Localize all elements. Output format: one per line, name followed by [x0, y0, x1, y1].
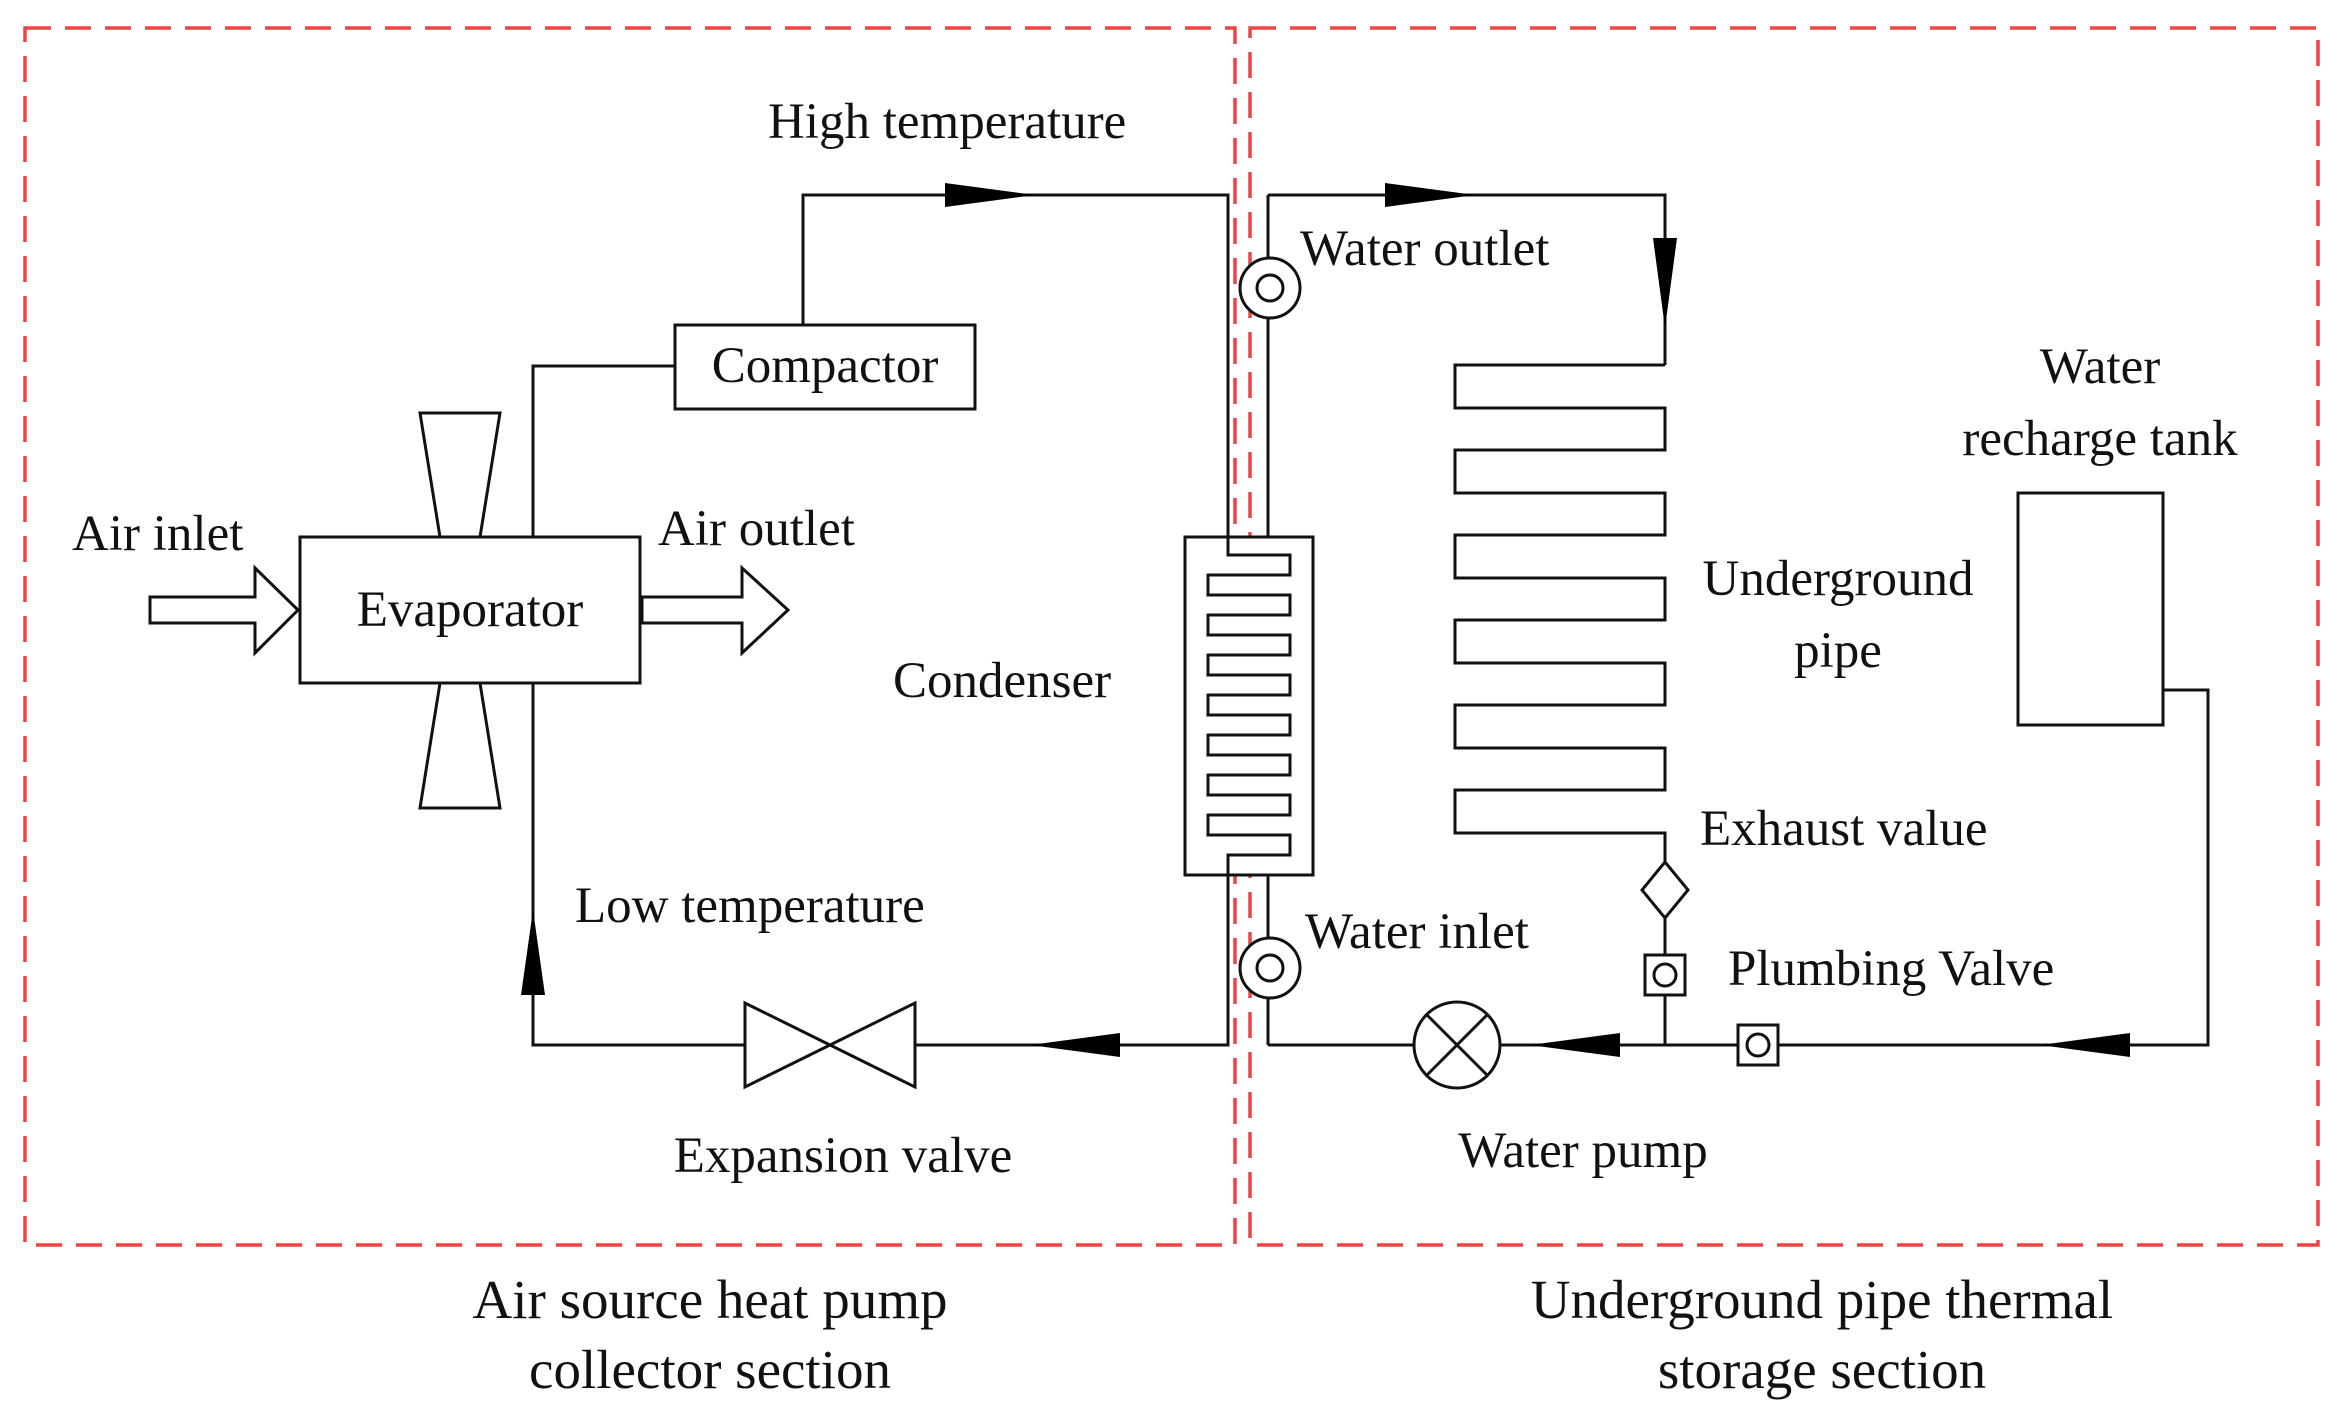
water-outlet-label: Water outlet: [1300, 221, 1549, 277]
water-inlet-fitting-inner-icon: [1255, 953, 1285, 983]
condenser-coil: [1206, 537, 1292, 875]
left-section-title-line2: collector section: [529, 1339, 891, 1400]
water-pump-cross-b: [1425, 1013, 1489, 1077]
fan-blade-bottom-icon: [418, 681, 502, 810]
water-recharge-tank-label-line1: Water: [2040, 339, 2160, 395]
underground-pipe: [1453, 363, 1667, 870]
plumbing-valve-horizontal-inner-icon: [1745, 1032, 1771, 1058]
flow-arrow-water-out-icon: [1385, 183, 1475, 207]
water-recharge-tank-label-line2: recharge tank: [1962, 411, 2238, 467]
expansion-valve-icon: [743, 1000, 834, 1090]
fan-blade-top-icon: [418, 411, 502, 539]
air-outlet-arrow-icon: [640, 564, 791, 657]
flow-arrow-high-temp-icon: [945, 183, 1035, 207]
expansion-valve-icon-right: [826, 1000, 917, 1090]
water-pump-label: Water pump: [1458, 1123, 1707, 1179]
flow-arrow-recharge-icon: [2040, 1033, 2130, 1057]
air-inlet-arrow-icon: [148, 564, 301, 657]
right-section-title-line1: Underground pipe thermal: [1531, 1269, 2113, 1330]
underground-pipe-label-line1: Underground: [1702, 551, 1973, 607]
air-outlet-label: Air outlet: [658, 501, 855, 557]
flow-arrow-down-icon: [1653, 238, 1677, 328]
high-temperature-label: High temperature: [768, 94, 1126, 150]
flow-arrow-up-icon: [521, 910, 545, 995]
water-outlet-fitting-inner-icon: [1255, 273, 1285, 303]
evaporator-label: Evaporator: [357, 582, 584, 638]
flow-arrow-low-temp-icon: [1030, 1033, 1120, 1057]
low-temperature-pipe: [915, 875, 1230, 1047]
condenser-label: Condenser: [893, 653, 1111, 709]
water-inlet-label: Water inlet: [1305, 904, 1529, 960]
compactor-box: [673, 323, 977, 411]
condenser-box: [1183, 535, 1315, 877]
expansion-valve-label: Expansion valve: [674, 1128, 1013, 1184]
plumbing-valve-label: Plumbing Valve: [1728, 941, 2054, 997]
air-inlet-label: Air inlet: [72, 506, 243, 562]
water-recharge-tank-box: [2016, 491, 2165, 727]
return-pipe: [531, 683, 745, 1047]
compactor-label: Compactor: [712, 338, 939, 394]
plumbing-valve-vertical-inner-icon: [1652, 962, 1678, 988]
low-temperature-label: Low temperature: [575, 878, 925, 934]
left-section-title-line1: Air source heat pump: [473, 1269, 948, 1330]
exhaust-valve-icon: [1640, 859, 1690, 921]
exhaust-value-label: Exhaust value: [1700, 801, 1988, 857]
right-section-title-line2: storage section: [1658, 1339, 1986, 1400]
suction-pipe: [531, 364, 675, 537]
underground-pipe-label-line2: pipe: [1794, 623, 1882, 679]
flow-arrow-to-pump-icon: [1530, 1033, 1620, 1057]
